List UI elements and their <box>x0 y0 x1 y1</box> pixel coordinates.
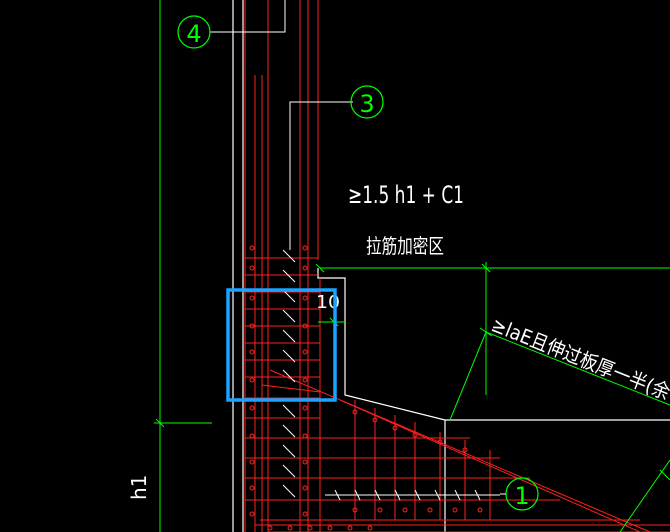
length-requirement-text: ≥1.5 h1 + C1 <box>348 181 464 209</box>
lae-note-text: ≥laE且伸过板厚一半(余 <box>488 312 670 404</box>
callout-1-text: 1 <box>514 482 529 510</box>
zone-label-text: 拉筋加密区 <box>366 234 444 258</box>
concrete-outline <box>232 0 670 532</box>
callout-4: 4 <box>177 15 211 49</box>
callout-4-circle <box>177 15 211 49</box>
right-dim-line <box>619 459 670 532</box>
callout-3-text: 3 <box>359 90 374 118</box>
callout-1: 1 <box>500 477 539 511</box>
leader-4 <box>210 0 286 33</box>
h1-label-text: h1 <box>127 475 151 500</box>
callout-4-text: 4 <box>186 20 201 48</box>
lae-dimension-line <box>449 331 487 421</box>
selection-highlight-box[interactable] <box>226 288 337 402</box>
tie-marker-group <box>249 245 483 531</box>
callout-3-circle <box>350 85 384 119</box>
dimension-lines <box>154 0 670 532</box>
haunch-outline <box>317 268 670 421</box>
rebar-group <box>244 0 670 532</box>
leader-3 <box>289 101 353 250</box>
tension-tie-group <box>282 249 500 501</box>
callout-3: 3 <box>350 85 384 119</box>
leader-lines <box>210 0 353 250</box>
